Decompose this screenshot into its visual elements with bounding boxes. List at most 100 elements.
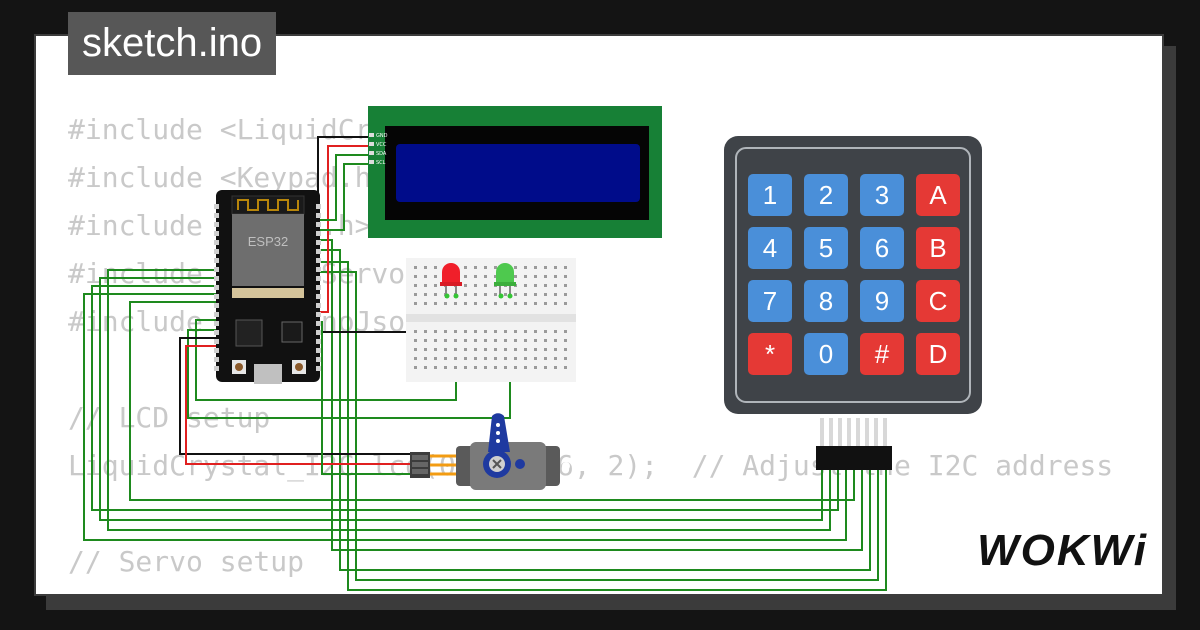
keypad-key-*[interactable]: * xyxy=(748,333,792,375)
esp32-pin[interactable] xyxy=(214,357,219,362)
esp32-pin[interactable] xyxy=(214,231,219,236)
code-line: Servo myServo; xyxy=(68,586,1113,594)
keypad-key-label: 1 xyxy=(763,180,777,210)
esp32-label: ESP32 xyxy=(248,234,288,249)
keypad-key-label: 5 xyxy=(819,233,833,263)
esp32-pin[interactable] xyxy=(316,240,321,245)
code-line: #include <Keypad.h> xyxy=(68,161,389,194)
esp32-pin[interactable] xyxy=(214,348,219,353)
wire-keypad-3 xyxy=(91,285,839,511)
keypad-key-D[interactable]: D xyxy=(916,333,960,375)
esp32-pin[interactable] xyxy=(316,213,321,218)
esp32-pin[interactable] xyxy=(214,258,219,263)
esp32-pin[interactable] xyxy=(316,321,321,326)
keypad-key-label: 4 xyxy=(763,233,777,263)
esp32-pin[interactable] xyxy=(214,312,219,317)
code-line: // Servo setup xyxy=(68,545,305,578)
wire-keypad-7 xyxy=(318,249,871,571)
keypad-key-label: # xyxy=(875,339,890,369)
esp32-pin[interactable] xyxy=(316,294,321,299)
esp32-board[interactable]: ESP32 xyxy=(214,190,321,384)
breadboard[interactable] xyxy=(406,258,576,382)
keypad-key-label: B xyxy=(929,233,946,263)
wire-keypad-2 xyxy=(99,277,823,521)
keypad-key-3[interactable]: 3 xyxy=(860,174,904,216)
esp32-pin[interactable] xyxy=(214,204,219,209)
esp32-pin[interactable] xyxy=(316,357,321,362)
esp32-pin[interactable] xyxy=(316,285,321,290)
esp32-pin[interactable] xyxy=(316,348,321,353)
keypad-key-2[interactable]: 2 xyxy=(804,174,848,216)
led-red[interactable] xyxy=(440,263,462,299)
keypad-key-9[interactable]: 9 xyxy=(860,280,904,322)
wire-lcd-scl xyxy=(318,163,372,231)
esp32-pin[interactable] xyxy=(214,222,219,227)
file-title-tab[interactable]: sketch.ino xyxy=(68,12,277,75)
esp32-pin[interactable] xyxy=(214,366,219,371)
wire-keypad-9 xyxy=(318,271,879,581)
esp32-pin[interactable] xyxy=(316,204,321,209)
esp32-pin[interactable] xyxy=(214,303,219,308)
keypad-key-label: 3 xyxy=(875,180,889,210)
esp32-pin[interactable] xyxy=(214,213,219,218)
lcd-display[interactable]: GND VCC SDA SCL xyxy=(368,106,662,238)
keypad-key-label: 0 xyxy=(819,339,833,369)
esp32-pin[interactable] xyxy=(316,249,321,254)
esp32-pin[interactable] xyxy=(316,330,321,335)
keypad-key-label: 9 xyxy=(875,286,889,316)
wire-servo-vcc xyxy=(185,345,410,465)
esp32-pin[interactable] xyxy=(214,267,219,272)
keypad-key-C[interactable]: C xyxy=(916,280,960,322)
esp32-pin[interactable] xyxy=(316,276,321,281)
keypad-key-label: 2 xyxy=(819,180,833,210)
wire-servo-gnd xyxy=(179,337,410,455)
esp32-pin[interactable] xyxy=(214,240,219,245)
led-green[interactable] xyxy=(494,263,516,299)
keypad-key-0[interactable]: 0 xyxy=(804,333,848,375)
keypad-key-6[interactable]: 6 xyxy=(860,227,904,269)
lcd-pin-sda: SDA xyxy=(376,151,387,157)
wokwi-logo: WOKWi xyxy=(977,526,1148,575)
keypad-key-label: 8 xyxy=(819,286,833,316)
esp32-pin[interactable] xyxy=(214,339,219,344)
keypad-key-7[interactable]: 7 xyxy=(748,280,792,322)
keypad-key-A[interactable]: A xyxy=(916,174,960,216)
esp32-pin[interactable] xyxy=(316,366,321,371)
esp32-pin[interactable] xyxy=(316,339,321,344)
wires xyxy=(83,136,887,591)
esp32-pin[interactable] xyxy=(316,312,321,317)
keypad-key-5[interactable]: 5 xyxy=(804,227,848,269)
esp32-pin[interactable] xyxy=(214,321,219,326)
lcd-pins: GND VCC SDA SCL xyxy=(369,133,388,166)
esp32-pin[interactable] xyxy=(316,267,321,272)
esp32-pins-right xyxy=(316,204,321,371)
esp32-pin[interactable] xyxy=(214,294,219,299)
keypad-key-label: A xyxy=(929,180,947,210)
keypad-connector xyxy=(816,418,892,470)
keypad-key-label: 6 xyxy=(875,233,889,263)
esp32-pin[interactable] xyxy=(214,285,219,290)
wire-keypad-5 xyxy=(129,301,855,501)
keypad-key-1[interactable]: 1 xyxy=(748,174,792,216)
wire-lcd-sda xyxy=(318,154,372,221)
wire-keypad-4 xyxy=(83,293,847,541)
keypad-key-label: 7 xyxy=(763,286,777,316)
esp32-pin[interactable] xyxy=(214,330,219,335)
esp32-pin[interactable] xyxy=(214,249,219,254)
keypad-key-4[interactable]: 4 xyxy=(748,227,792,269)
keypad-key-#[interactable]: # xyxy=(860,333,904,375)
esp32-pin[interactable] xyxy=(316,231,321,236)
esp32-pin[interactable] xyxy=(316,303,321,308)
keypad-key-label: C xyxy=(929,286,948,316)
esp32-pin[interactable] xyxy=(214,276,219,281)
keypad-key-B[interactable]: B xyxy=(916,227,960,269)
wire-lcd-gnd xyxy=(317,136,372,210)
lcd-pin-scl: SCL xyxy=(376,160,386,166)
lcd-pin-vcc: VCC xyxy=(376,142,387,148)
keypad-4x4[interactable]: 1 2 3 A 4 5 6 B 7 8 9 C * 0 # D xyxy=(724,136,982,470)
keypad-key-8[interactable]: 8 xyxy=(804,280,848,322)
esp32-pin[interactable] xyxy=(316,222,321,227)
esp32-pin[interactable] xyxy=(316,258,321,263)
servo-motor[interactable] xyxy=(410,413,570,490)
